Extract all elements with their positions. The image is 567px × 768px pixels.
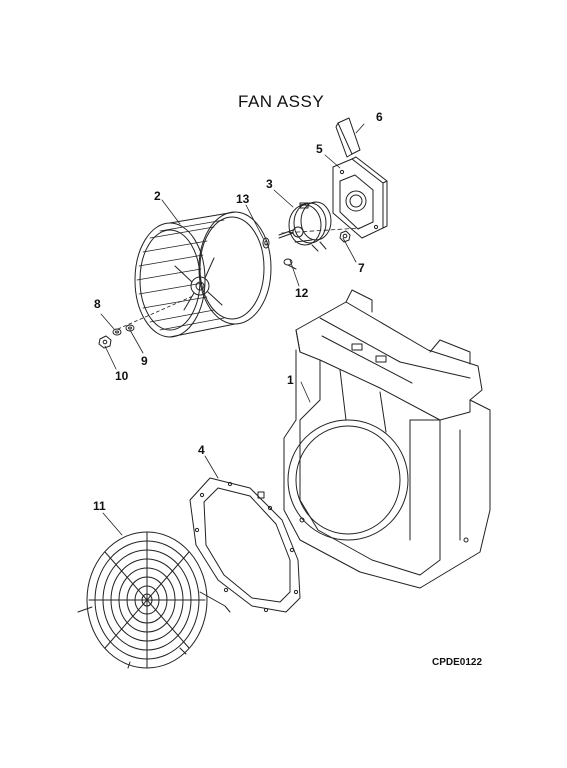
part-2-blower-wheel xyxy=(134,211,272,338)
part-11-fan-guard xyxy=(77,531,231,669)
callout-2: 2 xyxy=(154,189,161,203)
callout-6: 6 xyxy=(376,110,383,124)
part-12-screw xyxy=(283,258,297,270)
part-7-nut xyxy=(339,230,351,243)
callout-7: 7 xyxy=(358,261,365,275)
drawing-code: CPDE0122 xyxy=(432,657,483,668)
callout-8: 8 xyxy=(94,297,101,311)
part-1-fan-housing xyxy=(283,289,491,589)
part-10-nut xyxy=(98,335,112,349)
callout-11: 11 xyxy=(93,499,106,513)
part-6-bracket-clip xyxy=(335,117,361,158)
callout-10: 10 xyxy=(115,369,129,383)
part-8-washer xyxy=(112,328,122,336)
part-4-inlet-ring xyxy=(189,477,301,613)
part-5-motor-mount xyxy=(332,156,388,239)
callout-9: 9 xyxy=(141,354,148,368)
callout-5: 5 xyxy=(316,142,323,156)
callout-13: 13 xyxy=(236,192,250,206)
callout-3: 3 xyxy=(266,177,273,191)
leader-lines xyxy=(100,123,365,536)
callout-12: 12 xyxy=(295,286,309,300)
part-3-fan-motor xyxy=(278,201,332,252)
diagram-title: FAN ASSY xyxy=(238,92,325,111)
part-9-washer xyxy=(125,324,135,332)
callout-4: 4 xyxy=(198,443,205,457)
callout-1: 1 xyxy=(287,373,294,387)
